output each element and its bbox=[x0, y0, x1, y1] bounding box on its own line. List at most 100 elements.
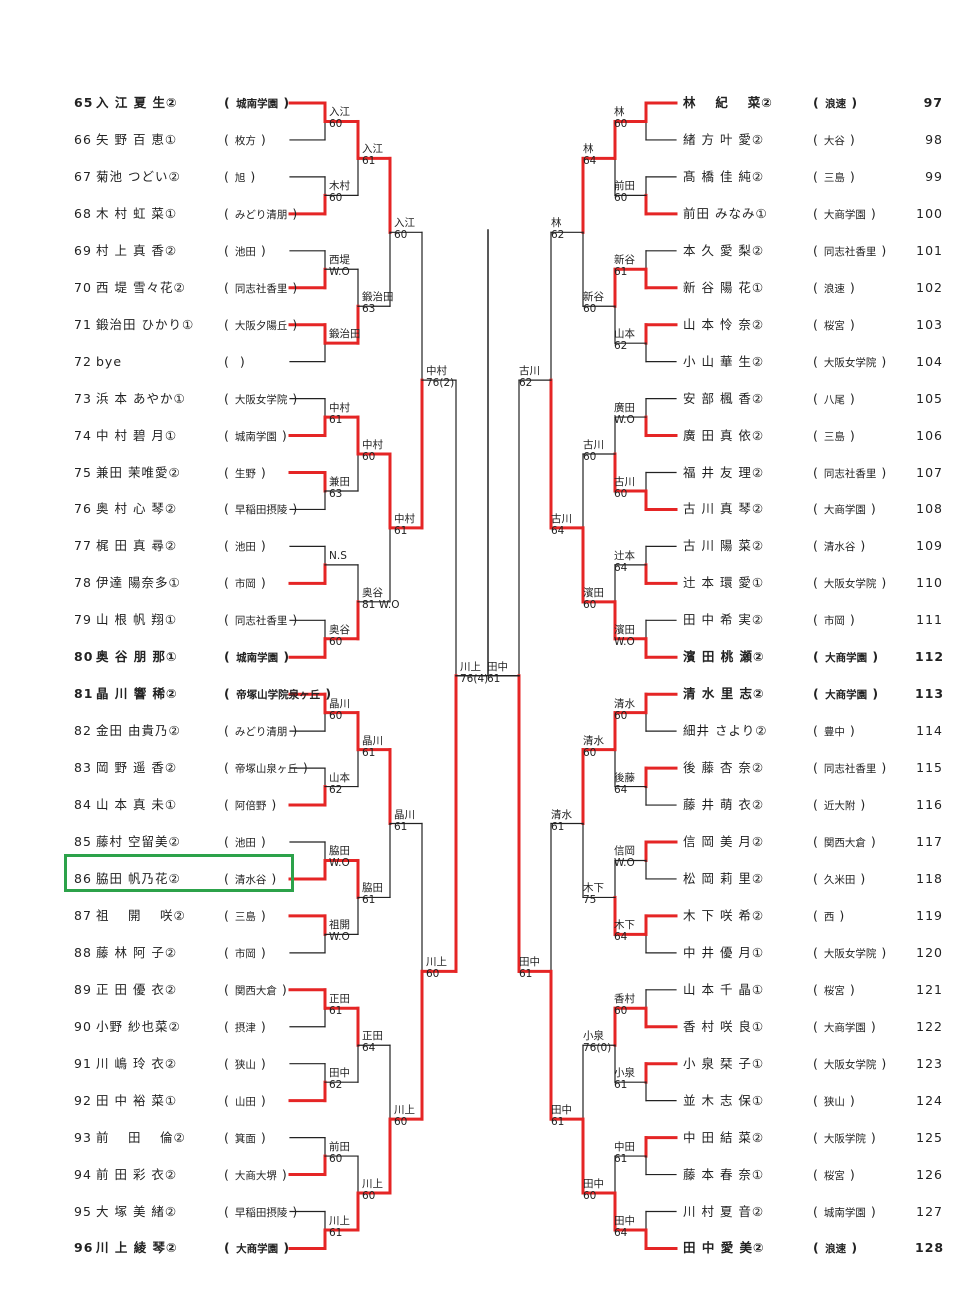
player-school: ( 帝塚山学院泉ヶ丘 ) bbox=[224, 686, 333, 702]
match-label: 鍛治田 bbox=[329, 328, 361, 340]
player-name: 中 田 結 菜② bbox=[683, 1129, 765, 1145]
match-score: W.O bbox=[614, 857, 635, 870]
player-row: 清 水 里 志②( 大商学園 )113 bbox=[683, 683, 943, 705]
match-score: 76(2) bbox=[426, 377, 455, 390]
player-school: ( 浪速 ) bbox=[813, 1240, 859, 1256]
player-school: ( 早稲田摂陵 ) bbox=[224, 501, 299, 517]
player-name: 山 本 千 晶① bbox=[683, 981, 765, 997]
match-score: 75 bbox=[583, 894, 597, 907]
player-row: 辻 本 環 愛①( 大阪女学院 )110 bbox=[683, 572, 943, 594]
player-school: ( 久米田 ) bbox=[813, 870, 867, 886]
player-name: 清 水 里 志② bbox=[683, 686, 765, 702]
player-school: ( 関西大倉 ) bbox=[224, 981, 288, 997]
winner-name: 晶川 bbox=[394, 808, 415, 821]
player-name: 奥 村 心 琴② bbox=[96, 501, 178, 517]
player-name: 奥 谷 朋 那① bbox=[96, 649, 178, 665]
player-number: 87 bbox=[74, 907, 92, 923]
match-score: 63 bbox=[329, 487, 343, 500]
winner-name: 小泉 bbox=[583, 1030, 604, 1043]
player-name: 小野 紗也菜② bbox=[96, 1018, 181, 1034]
player-row: 松 岡 莉 里②( 久米田 )118 bbox=[683, 868, 943, 890]
player-row: 田 中 希 実②( 市岡 )111 bbox=[683, 609, 943, 631]
player-name: 川 嶋 玲 衣② bbox=[96, 1055, 178, 1071]
match-score: 61 bbox=[614, 1153, 628, 1166]
winner-name: 古川 bbox=[519, 365, 540, 378]
player-name: 山 根 帆 翔① bbox=[96, 612, 178, 628]
player-name: 脇田 帆乃花② bbox=[96, 870, 181, 886]
player-school: ( 同志社香里 ) bbox=[813, 464, 888, 480]
match-score: 61 bbox=[394, 524, 408, 537]
player-name: 入 江 夏 生② bbox=[96, 95, 178, 110]
player-row: 古 川 真 琴②( 大商学園 )108 bbox=[683, 498, 943, 520]
player-name: 晶 川 響 稀② bbox=[96, 686, 178, 702]
winner-name: 林 bbox=[614, 106, 625, 119]
player-number: 111 bbox=[916, 612, 943, 628]
winner-name: 中村 bbox=[394, 512, 415, 525]
player-name: 松 岡 莉 里② bbox=[683, 870, 765, 886]
player-school: ( 狭山 ) bbox=[813, 1092, 856, 1108]
match-score: 64 bbox=[362, 1042, 376, 1055]
match-score: 61 bbox=[329, 414, 343, 427]
player-number: 127 bbox=[916, 1203, 943, 1219]
player-name: 前田 みなみ① bbox=[683, 205, 768, 221]
winner-name: 中田 bbox=[614, 1141, 635, 1154]
player-row: 並 木 志 保①( 狭山 )124 bbox=[683, 1090, 943, 1112]
match-score: 81 W.O bbox=[362, 598, 400, 611]
match-score: 64 bbox=[583, 155, 597, 168]
match-score: 61 bbox=[362, 746, 376, 759]
player-name: 大 塚 美 緒② bbox=[96, 1203, 178, 1219]
player-name: 辻 本 環 愛① bbox=[683, 575, 765, 591]
winner-name: 晶川 bbox=[362, 734, 383, 747]
match-label: N.S bbox=[329, 550, 347, 562]
player-number: 85 bbox=[74, 834, 92, 849]
player-row: 廣 田 真 依②( 三島 )106 bbox=[683, 425, 943, 447]
player-school: ( 大商学園 ) bbox=[813, 686, 880, 702]
winner-name: 濱田 bbox=[583, 586, 604, 599]
match-score: 76(0) bbox=[583, 1042, 612, 1055]
match-score: 61 bbox=[487, 672, 501, 685]
player-number: 120 bbox=[916, 944, 943, 960]
player-number: 81 bbox=[74, 686, 94, 702]
winner-name: 田中 bbox=[487, 660, 508, 673]
match-score: 60 bbox=[362, 451, 376, 464]
winner-name: 前田 bbox=[329, 1141, 350, 1154]
winner-name: 古川 bbox=[614, 475, 635, 488]
player-number: 102 bbox=[916, 279, 943, 295]
player-number: 123 bbox=[916, 1055, 943, 1071]
winner-name: 清水 bbox=[551, 808, 572, 821]
player-number: 108 bbox=[916, 501, 943, 517]
winner-name: 川上 bbox=[362, 1178, 383, 1191]
player-name: 後 藤 杏 奈② bbox=[683, 760, 765, 776]
match-score: 61 bbox=[394, 820, 408, 833]
player-school: ( 帝塚山泉ヶ丘 ) bbox=[224, 760, 309, 776]
player-row: 細井 さより②( 豊中 )114 bbox=[683, 720, 943, 742]
match-score: 64 bbox=[551, 524, 565, 537]
player-number: 126 bbox=[916, 1166, 943, 1182]
player-row: 古 川 陽 菜②( 清水谷 )109 bbox=[683, 535, 943, 557]
player-school: ( 大商学園 ) bbox=[224, 1240, 291, 1256]
player-name: 小 山 華 生② bbox=[683, 353, 765, 369]
player-number: 76 bbox=[74, 501, 92, 517]
player-row: 新 谷 陽 花①( 浪速 )102 bbox=[683, 277, 943, 299]
